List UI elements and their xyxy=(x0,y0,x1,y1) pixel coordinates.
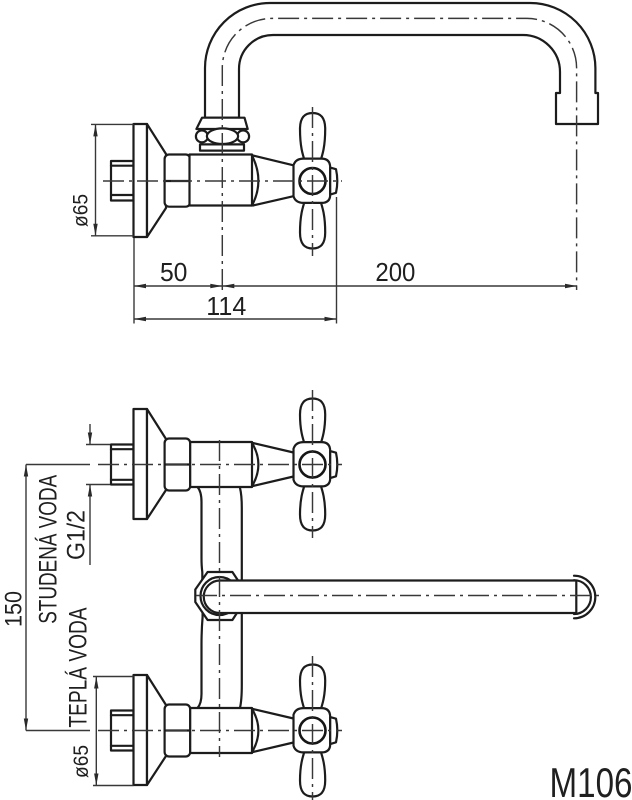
svg-text:50: 50 xyxy=(160,257,188,287)
svg-text:M106: M106 xyxy=(550,759,632,800)
svg-text:ø65: ø65 xyxy=(70,745,93,778)
svg-text:STUDENÁ VODA: STUDENÁ VODA xyxy=(34,475,63,624)
svg-text:200: 200 xyxy=(375,257,415,287)
svg-text:ø65: ø65 xyxy=(70,194,93,227)
svg-text:114: 114 xyxy=(206,291,246,321)
svg-text:G1/2: G1/2 xyxy=(63,510,91,560)
svg-text:150: 150 xyxy=(1,591,28,627)
svg-text:TEPLÁ VODA: TEPLÁ VODA xyxy=(64,607,93,727)
